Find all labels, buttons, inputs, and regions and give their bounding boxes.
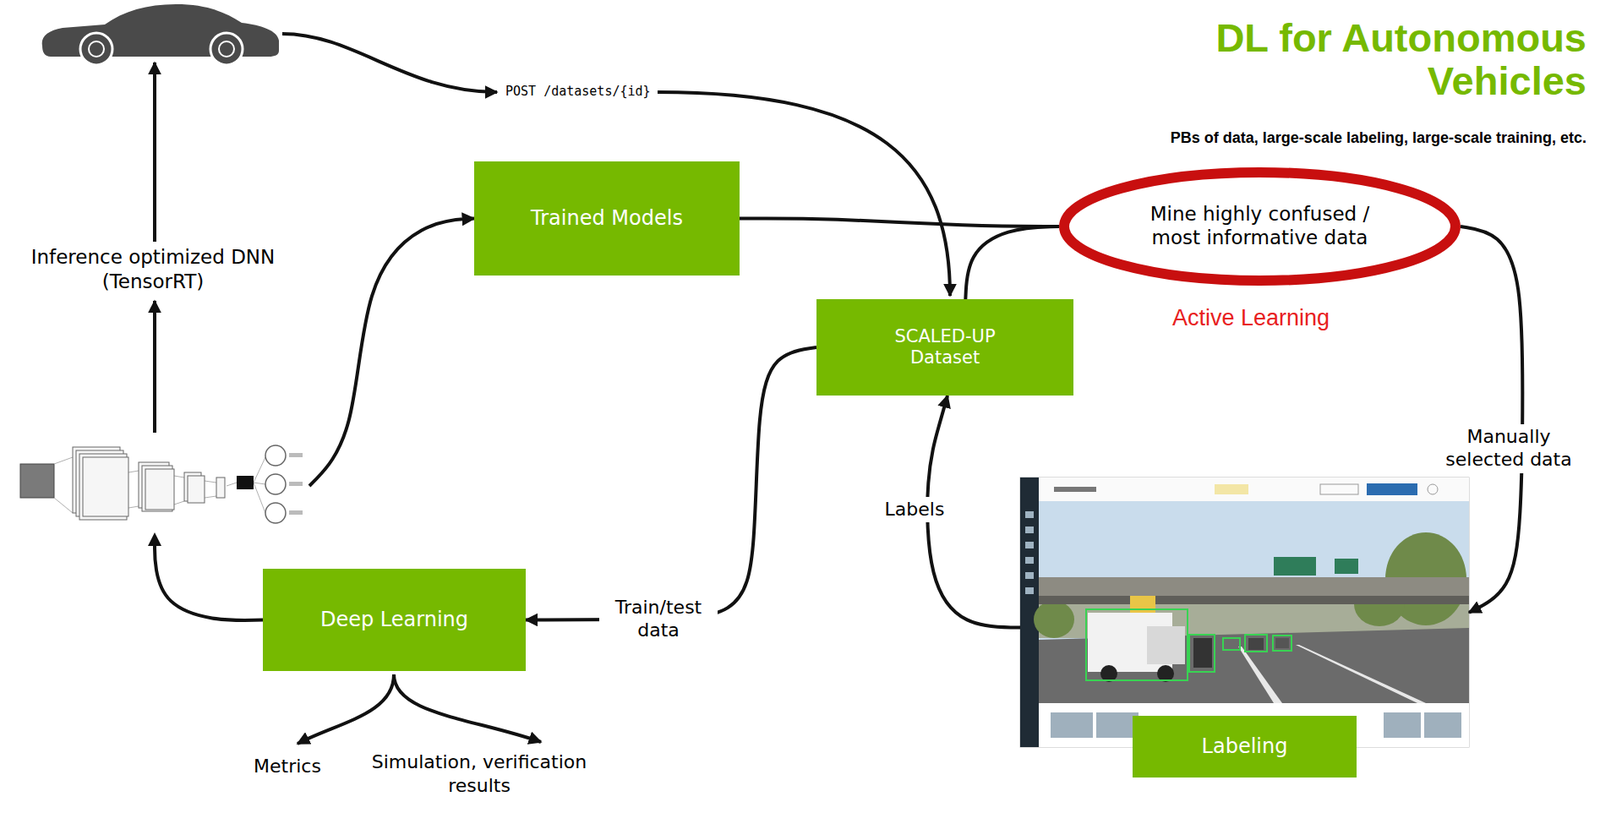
flow-connector (1460, 226, 1523, 613)
export-arrow (152, 300, 157, 433)
process-box: Trained Models (474, 161, 740, 276)
truck-cab (1146, 626, 1185, 665)
drawing-part (1189, 634, 1215, 672)
overpass (1038, 577, 1469, 596)
label-holder: Simulation, verification results (356, 750, 602, 798)
topbar-button (1366, 483, 1418, 496)
output-label: Metrics (245, 754, 330, 779)
topbar-pill (1214, 484, 1249, 495)
labeling-panel: Labeling (1020, 477, 1469, 778)
camera-sky (1038, 501, 1469, 704)
edge-label: Manually selected data (1430, 424, 1588, 474)
output-arrow (393, 674, 541, 743)
drawing-part (1223, 638, 1240, 650)
label-holder: Metrics (245, 754, 330, 779)
output-arrow (297, 674, 394, 744)
edge-label: Train/test data (599, 595, 718, 645)
drawing-part (1025, 541, 1034, 549)
drawing-part (1033, 600, 1075, 639)
output-marks (289, 453, 303, 515)
flow-connector (739, 218, 1060, 227)
topbar-icon (1427, 484, 1438, 495)
tool-topbar (1038, 477, 1469, 502)
car-hub (88, 41, 104, 57)
output-units (265, 445, 286, 524)
sidebar-icons (1025, 511, 1034, 595)
drawing-part (289, 453, 303, 458)
title-holder: DL for Autonomous Vehicles (1180, 16, 1587, 104)
label-holder: PBs of data, large-scale labeling, large… (1113, 128, 1587, 148)
ellipse-stroke (1064, 172, 1456, 281)
highlight-ellipse: Mine highly confused / most informative … (1059, 167, 1461, 286)
car-icon (42, 4, 279, 66)
drawing-part (265, 474, 286, 495)
drawing-part (216, 477, 225, 498)
step-label: Inference optimized DNN (TensorRT) (13, 245, 293, 295)
output-label: Simulation, verification results (356, 750, 602, 798)
car-wheel (80, 32, 113, 66)
drawing-part (1245, 634, 1267, 652)
car-ahead (1248, 638, 1264, 650)
panel-caption: Labeling (1132, 715, 1357, 778)
drawing-part (1272, 635, 1292, 651)
screenshot-frame (1020, 477, 1469, 748)
drawing-part (289, 481, 303, 487)
flow-connector (525, 347, 817, 621)
labeling-screenshot (1020, 477, 1469, 748)
api-endpoint: POST /datasets/{id} (505, 83, 692, 100)
diagram-title: DL for Autonomous Vehicles (1180, 16, 1587, 104)
drawing-part (1086, 609, 1188, 681)
node-text: Trained Models (530, 206, 683, 231)
callout-label: Active Learning (1124, 304, 1378, 334)
drawing-part (1050, 712, 1093, 738)
input-image (20, 464, 55, 498)
label-holder: POST /datasets/{id} (505, 83, 692, 100)
process-box: Deep Learning (262, 568, 526, 672)
drawing-part (187, 475, 205, 503)
drawing-part (265, 502, 286, 524)
drawing-part (82, 457, 129, 517)
classifier-block (236, 475, 254, 490)
topbar-mark (1053, 486, 1097, 492)
topbar-button (1320, 484, 1359, 495)
label-holder: Inference optimized DNN (TensorRT) (13, 245, 293, 295)
detection-boxes (1086, 609, 1292, 681)
car-hub (218, 41, 235, 57)
drawing-part (1383, 712, 1421, 738)
node-text: Deep Learning (320, 607, 469, 633)
label-holder: Active Learning (1124, 304, 1378, 334)
drawing-part (1025, 587, 1034, 595)
overpass-shadow (1038, 595, 1469, 605)
edge-label: Labels (876, 496, 953, 524)
car-ahead (1275, 638, 1289, 649)
road-sign (1273, 556, 1317, 576)
node-text: SCALED-UP Dataset (885, 326, 1005, 369)
drawing-part (1025, 572, 1034, 579)
drawing-part (145, 469, 175, 510)
node-text: Mine highly confused / most informative … (1139, 202, 1381, 250)
drawing-part (1025, 511, 1034, 519)
deploy-arrow (152, 62, 157, 242)
flow-connector (965, 226, 1060, 300)
road-sign (1334, 558, 1359, 574)
drawing-part (265, 445, 286, 466)
upload-arrow (282, 33, 497, 93)
motorcycle (1193, 638, 1213, 668)
drawing-part (1025, 556, 1034, 564)
subtitle-note: PBs of data, large-scale labeling, large… (1113, 128, 1587, 148)
drawing-part (1295, 644, 1426, 704)
drawing-part (1424, 712, 1462, 738)
feature-maps (72, 447, 225, 520)
cnn-illustration (20, 445, 303, 524)
data-box: SCALED-UP Dataset (816, 299, 1074, 396)
drawing-part (1025, 526, 1034, 534)
drawing-part (289, 510, 303, 515)
drawing-part (1238, 646, 1283, 704)
lane-marks (1238, 644, 1426, 704)
arrow-head (147, 532, 162, 547)
car-wheel (210, 32, 243, 66)
